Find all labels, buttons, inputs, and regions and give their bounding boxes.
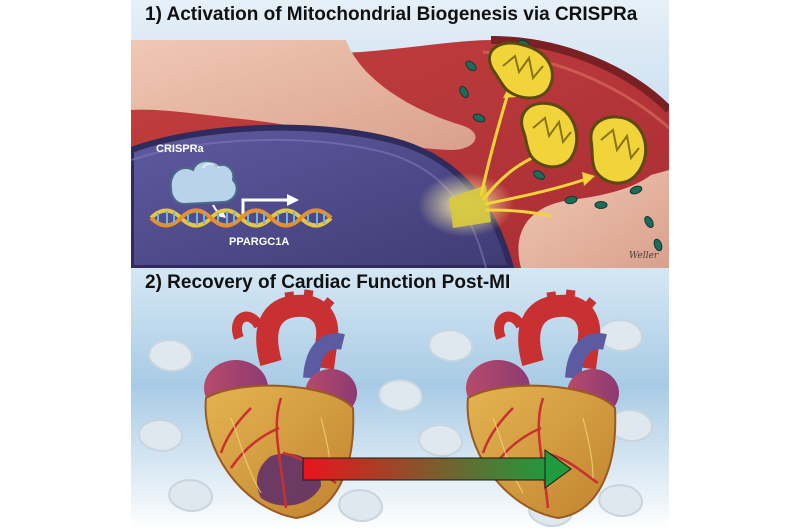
dna-helix-icon [149,208,333,228]
panel-mitochondrial-biogenesis: CRISPRa PPARGC1A Weller 1) Activation of… [131,0,669,268]
cell-membrane [490,36,669,113]
arrow-icon [302,449,572,489]
crispra-label: CRISPRa [156,143,205,155]
background-mitochondria [138,319,654,527]
biogenesis-illustration: CRISPRa PPARGC1A Weller [131,0,669,268]
mitochondrion-icon [520,101,579,169]
crispr-protein-icon [169,160,238,206]
membrane-vesicles [459,39,663,252]
mitochondrion-icon [487,41,554,100]
heart-icon [466,289,619,520]
figure: CRISPRa PPARGC1A Weller 1) Activation of… [131,0,669,530]
cardiac-recovery-illustration [131,268,669,530]
transcription-arrow [241,198,289,218]
heart-icon [204,289,357,520]
adjacent-cell-lower [518,170,669,268]
artist-signature: Weller [629,251,659,261]
mitochondrion-icon [589,115,648,185]
adjacent-cell-upper [131,40,476,150]
panel-2-title: 2) Recovery of Cardiac Function Post-MI [145,272,511,293]
gene-label: PPARGC1A [229,236,289,248]
panel-cardiac-recovery: 2) Recovery of Cardiac Function Post-MI [131,268,669,530]
panel-1-title: 1) Activation of Mitochondrial Biogenesi… [145,4,638,25]
